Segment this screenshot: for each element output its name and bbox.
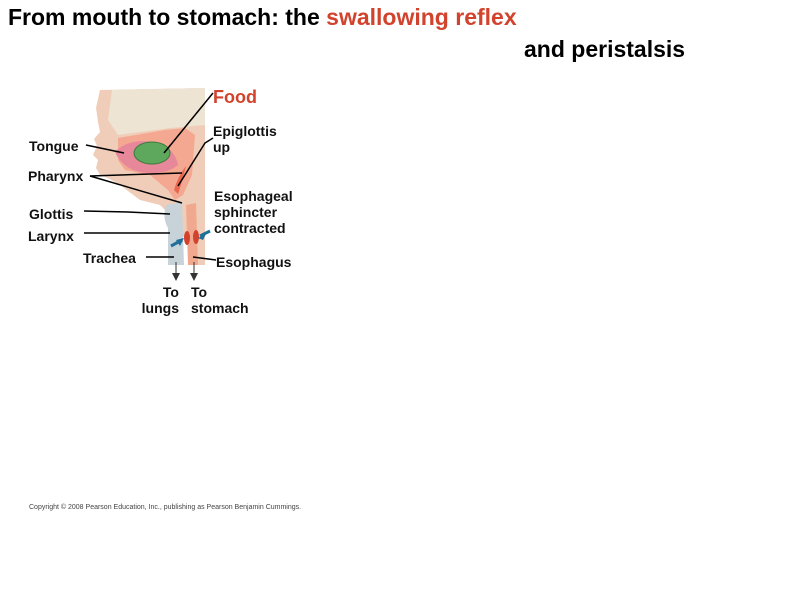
epiglottis-shape bbox=[174, 166, 186, 194]
page-title: From mouth to stomach: the swallowing re… bbox=[8, 4, 517, 31]
leader-pharynx-a bbox=[89, 172, 183, 177]
arrow-to-lungs-head bbox=[172, 273, 180, 281]
label-epiglottis-line2: up bbox=[213, 139, 231, 155]
title-prefix: From mouth to stomach: the bbox=[8, 4, 327, 30]
page-title-line2: and peristalsis bbox=[524, 36, 686, 62]
leader-food bbox=[163, 92, 214, 154]
contraction-arrow-left-head bbox=[176, 238, 184, 246]
label-sphincter-line3: contracted bbox=[214, 220, 286, 236]
label-to-stomach-line2: stomach bbox=[191, 300, 249, 316]
label-sphincter-line1: Esophageal bbox=[214, 188, 293, 204]
label-esophagus: Esophagus bbox=[216, 254, 292, 270]
label-to-lungs-line2: lungs bbox=[141, 300, 179, 316]
food-bolus bbox=[133, 141, 171, 165]
sphincter-left bbox=[184, 231, 190, 245]
label-food: Food bbox=[213, 87, 257, 107]
contraction-arrow-right bbox=[199, 229, 211, 238]
leader-pharynx-b bbox=[89, 175, 183, 204]
contraction-arrow-right-head bbox=[198, 234, 206, 240]
leader-glottis bbox=[83, 210, 171, 215]
label-glottis: Glottis bbox=[29, 206, 74, 222]
sphincter-right bbox=[193, 230, 199, 244]
leader-tongue bbox=[85, 144, 125, 154]
label-pharynx: Pharynx bbox=[28, 168, 84, 184]
label-to-lungs-line1: To bbox=[162, 284, 179, 300]
label-larynx: Larynx bbox=[28, 228, 74, 244]
trachea-tube bbox=[164, 202, 184, 265]
title-highlight: swallowing reflex bbox=[326, 4, 517, 30]
label-to-stomach-line1: To bbox=[191, 284, 208, 300]
label-tongue: Tongue bbox=[29, 138, 79, 154]
label-sphincter-line2: sphincter bbox=[214, 204, 278, 220]
label-trachea: Trachea bbox=[83, 250, 136, 266]
esophagus-tube bbox=[186, 203, 198, 265]
label-epiglottis-line1: Epiglottis bbox=[213, 123, 277, 139]
leader-esophagus bbox=[192, 256, 217, 261]
arrow-to-stomach-head bbox=[190, 273, 198, 281]
copyright-notice: Copyright © 2008 Pearson Education, Inc.… bbox=[29, 504, 302, 511]
palate bbox=[108, 88, 205, 135]
leader-epiglottis bbox=[177, 137, 214, 187]
